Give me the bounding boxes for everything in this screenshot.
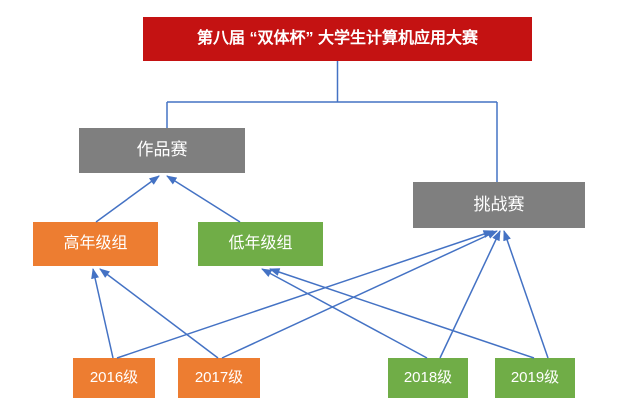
grade-2018-node: 2018级 — [388, 358, 468, 398]
grade-2016-node: 2016级 — [73, 358, 155, 398]
edge-grade2018-to-junior — [261, 268, 428, 359]
edge-grade2018-to-challenge — [439, 230, 501, 359]
junior-group-node: 低年级组 — [198, 222, 323, 266]
edge-grade2016-to-senior — [91, 268, 114, 359]
edge-grade2017-to-senior — [99, 268, 219, 359]
edge-grade2019-to-junior — [269, 268, 535, 359]
edge-senior-to-works — [95, 175, 160, 223]
title-node: 第八届 “双体杯” 大学生计算机应用大赛 — [143, 17, 532, 61]
edge-junior-to-works — [166, 175, 241, 223]
grade-2017-node: 2017级 — [178, 358, 260, 398]
grade-2019-node: 2019级 — [495, 358, 575, 398]
works-competition-node: 作品赛 — [79, 128, 245, 173]
challenge-competition-node: 挑战赛 — [413, 182, 585, 228]
edge-grade2019-to-challenge — [503, 230, 549, 359]
senior-group-node: 高年级组 — [33, 222, 158, 266]
